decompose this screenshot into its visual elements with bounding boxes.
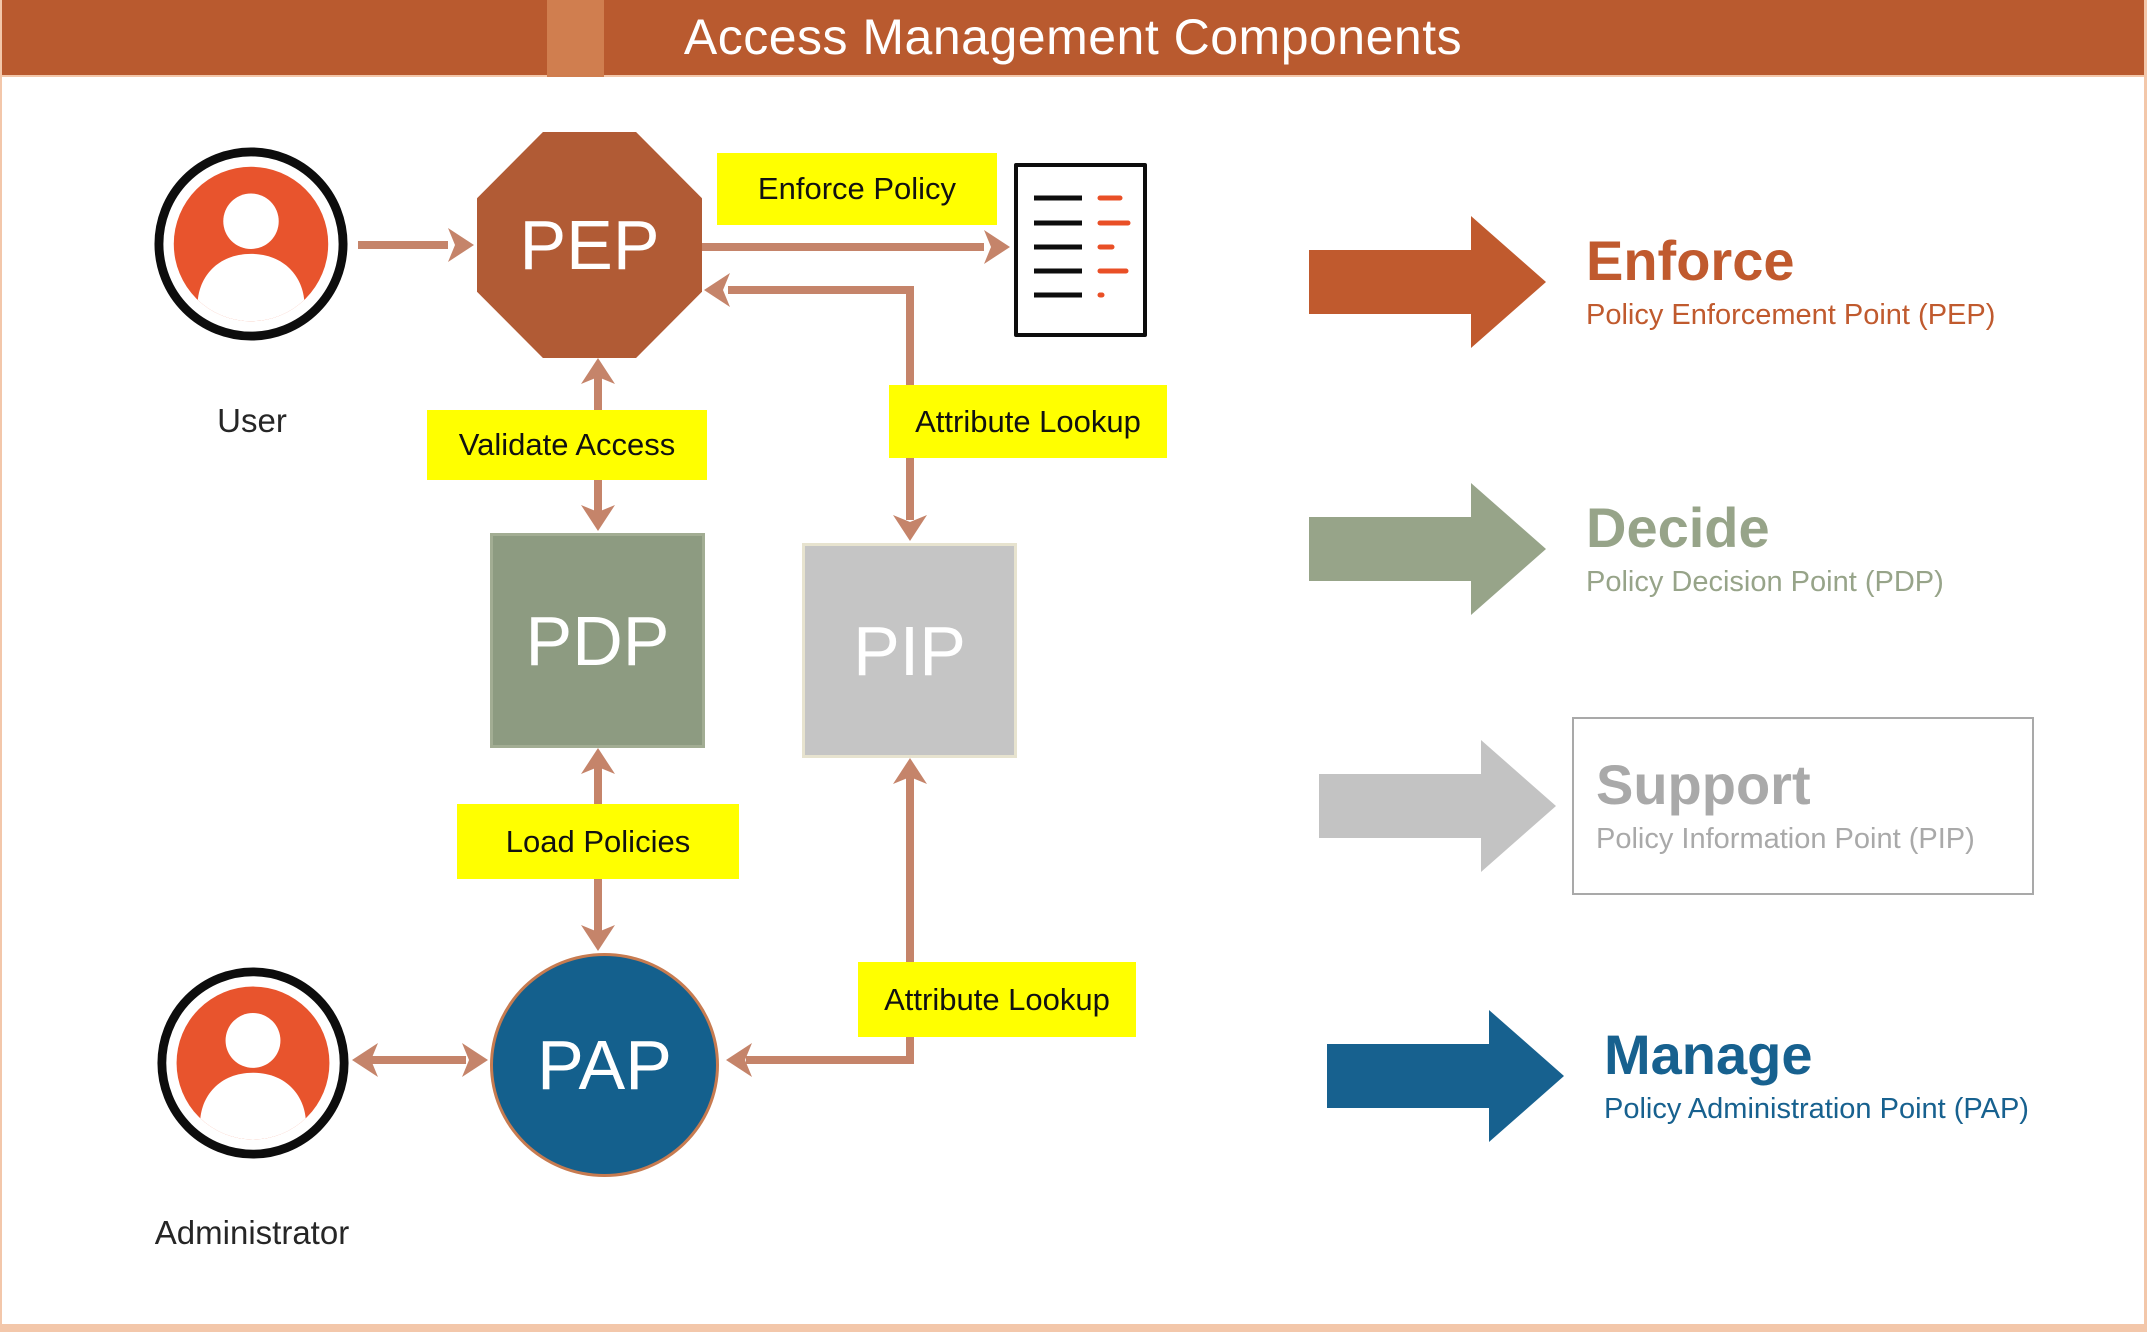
title-banner: Access Management Components	[2, 0, 2144, 77]
arrowhead-into-pdp-bottom	[581, 748, 615, 774]
flow-label-attribute-lookup-top: Attribute Lookup	[889, 385, 1167, 458]
arrowhead-into-admin	[352, 1043, 378, 1077]
arrowhead-into-pep-left	[448, 228, 474, 262]
legend-title-enforce: Enforce	[1586, 228, 1795, 292]
arrowhead-into-pip-top	[893, 515, 927, 541]
administrator-label: Administrator	[154, 1214, 350, 1251]
enforce-arrow-icon	[1309, 216, 1546, 348]
pip-node: PIP	[802, 543, 1017, 758]
person-icon	[157, 967, 349, 1159]
flow-label-validate-access: Validate Access	[427, 410, 707, 480]
decide-arrow-icon	[1309, 483, 1546, 615]
legend-row-manage: Manage Policy Administration Point (PAP)	[1327, 1004, 2029, 1148]
bottom-border-strip	[2, 1324, 2144, 1332]
flow-label-enforce-policy: Enforce Policy	[717, 153, 997, 225]
pap-node-label: PAP	[537, 1026, 672, 1104]
legend-row-support: Support Policy Information Point (PIP)	[1319, 717, 2034, 895]
pap-node: PAP	[490, 953, 719, 1177]
arrowhead-into-pep-right	[704, 273, 730, 307]
person-icon	[154, 147, 348, 341]
pdp-node-label: PDP	[525, 601, 670, 680]
legend-subtitle-manage: Policy Administration Point (PAP)	[1604, 1093, 2029, 1126]
arrowhead-into-pip-bottom	[893, 758, 927, 784]
arrowhead-into-pap-top	[581, 925, 615, 951]
legend-row-decide: Decide Policy Decision Point (PDP)	[1309, 477, 1944, 621]
pip-node-label: PIP	[853, 611, 966, 690]
support-legend-box: Support Policy Information Point (PIP)	[1572, 717, 2034, 895]
legend-title-decide: Decide	[1586, 495, 1770, 559]
pep-node: PEP	[477, 132, 702, 358]
page-title: Access Management Components	[683, 9, 1463, 65]
arrowhead-into-document	[984, 230, 1010, 264]
admin-actor-icon	[155, 965, 351, 1161]
manage-arrow-icon	[1327, 1010, 1564, 1142]
legend-row-enforce: Enforce Policy Enforcement Point (PEP)	[1309, 210, 1995, 354]
policy-document-icon	[1014, 163, 1147, 337]
flow-label-attribute-lookup-bottom: Attribute Lookup	[858, 962, 1136, 1037]
legend-subtitle-decide: Policy Decision Point (PDP)	[1586, 566, 1944, 599]
pep-node-label: PEP	[519, 206, 660, 284]
arrowhead-into-pap-right	[726, 1043, 752, 1077]
legend-subtitle-support: Policy Information Point (PIP)	[1596, 823, 1975, 856]
user-label: User	[217, 402, 287, 439]
arrowhead-into-pdp-top	[581, 505, 615, 531]
arrowhead-into-pap-left	[462, 1043, 488, 1077]
pdp-node: PDP	[490, 533, 705, 748]
arrowhead-into-pep-bottom	[581, 358, 615, 384]
legend-title-support: Support	[1596, 752, 1811, 816]
banner-accent-square	[547, 0, 604, 77]
connector-pep-pip	[728, 286, 914, 520]
user-actor-icon	[152, 145, 350, 343]
legend-subtitle-enforce: Policy Enforcement Point (PEP)	[1586, 299, 1996, 332]
flow-label-load-policies: Load Policies	[457, 804, 739, 879]
legend-title-manage: Manage	[1604, 1022, 1813, 1086]
support-arrow-icon	[1319, 740, 1556, 872]
